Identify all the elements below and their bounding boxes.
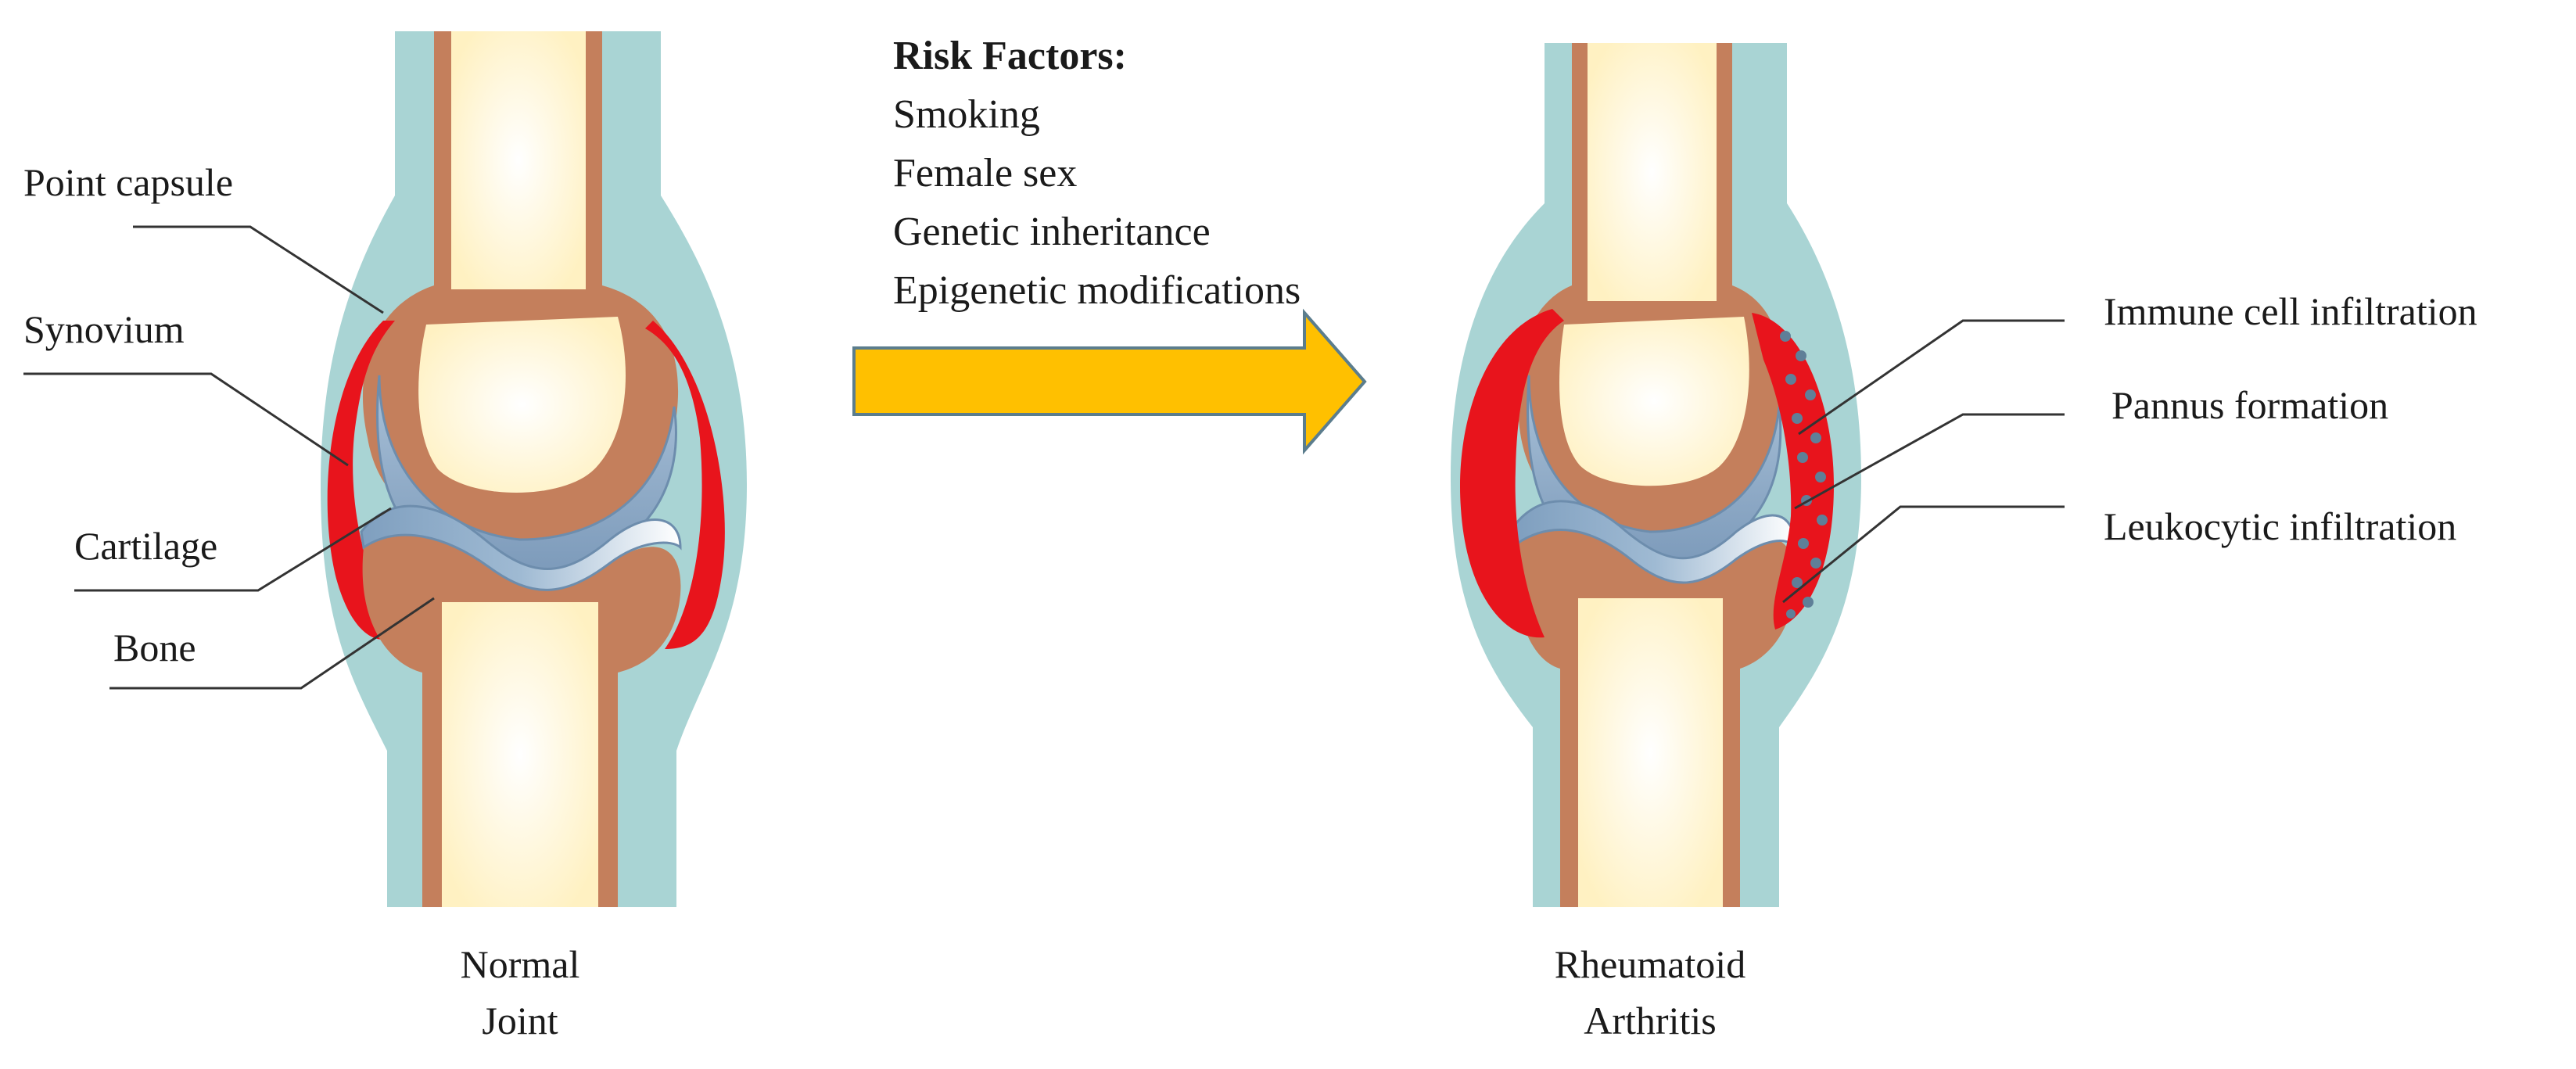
label-leukocytic-infiltration: Leukocytic infiltration <box>2104 504 2456 548</box>
risk-factors-heading: Risk Factors: <box>893 34 1127 78</box>
leader-bone <box>109 597 435 690</box>
normal-upper-marrow-head <box>418 317 626 493</box>
normal-upper-marrow-shaft <box>451 31 586 289</box>
rheumatoid-arthritis-joint-illustration <box>1451 43 1861 907</box>
risk-factor-item: Smoking <box>893 92 1040 137</box>
ra-caption-line2: Arthritis <box>1584 999 1716 1042</box>
normal-joint-caption-line2: Joint <box>482 999 558 1042</box>
ra-joint-labels: Immune cell infiltration Pannus formatio… <box>1782 289 2477 604</box>
leader-point-capsule <box>133 225 384 314</box>
label-pannus-formation: Pannus formation <box>2111 383 2388 427</box>
leader-leukocytic-infiltration <box>1782 505 2065 604</box>
normal-lower-marrow <box>442 602 598 907</box>
ra-upper-marrow-shaft <box>1588 43 1717 301</box>
label-synovium: Synovium <box>23 307 185 351</box>
right-arrow-icon <box>852 308 1367 455</box>
risk-factors-block: Risk Factors: Smoking Female sex Genetic… <box>893 34 1301 313</box>
label-cartilage: Cartilage <box>74 524 217 568</box>
ra-upper-marrow-head <box>1559 317 1749 486</box>
label-bone: Bone <box>113 626 196 669</box>
label-immune-cell-infiltration: Immune cell infiltration <box>2104 289 2477 333</box>
normal-synovium-right <box>645 321 725 649</box>
normal-lower-cartilage <box>360 504 682 591</box>
label-point-capsule: Point capsule <box>23 160 233 204</box>
ra-lower-marrow <box>1578 598 1723 907</box>
normal-joint-labels: Point capsule Synovium Cartilage Bone <box>23 160 435 690</box>
risk-factor-item: Genetic inheritance <box>893 210 1211 254</box>
normal-joint-illustration <box>321 31 747 907</box>
normal-joint-caption-line1: Normal <box>461 942 580 986</box>
risk-factor-item: Epigenetic modifications <box>893 268 1301 313</box>
ra-synovium-left <box>1459 309 1564 638</box>
ra-caption-line1: Rheumatoid <box>1555 942 1745 986</box>
leader-pannus-formation <box>1794 413 2065 510</box>
leader-immune-cell-infiltration <box>1798 319 2065 436</box>
immune-cell-dots <box>1780 331 1828 619</box>
leader-cartilage <box>74 507 392 592</box>
risk-factor-item: Female sex <box>893 151 1077 196</box>
leader-synovium <box>23 372 349 467</box>
normal-synovium-left <box>327 321 407 640</box>
